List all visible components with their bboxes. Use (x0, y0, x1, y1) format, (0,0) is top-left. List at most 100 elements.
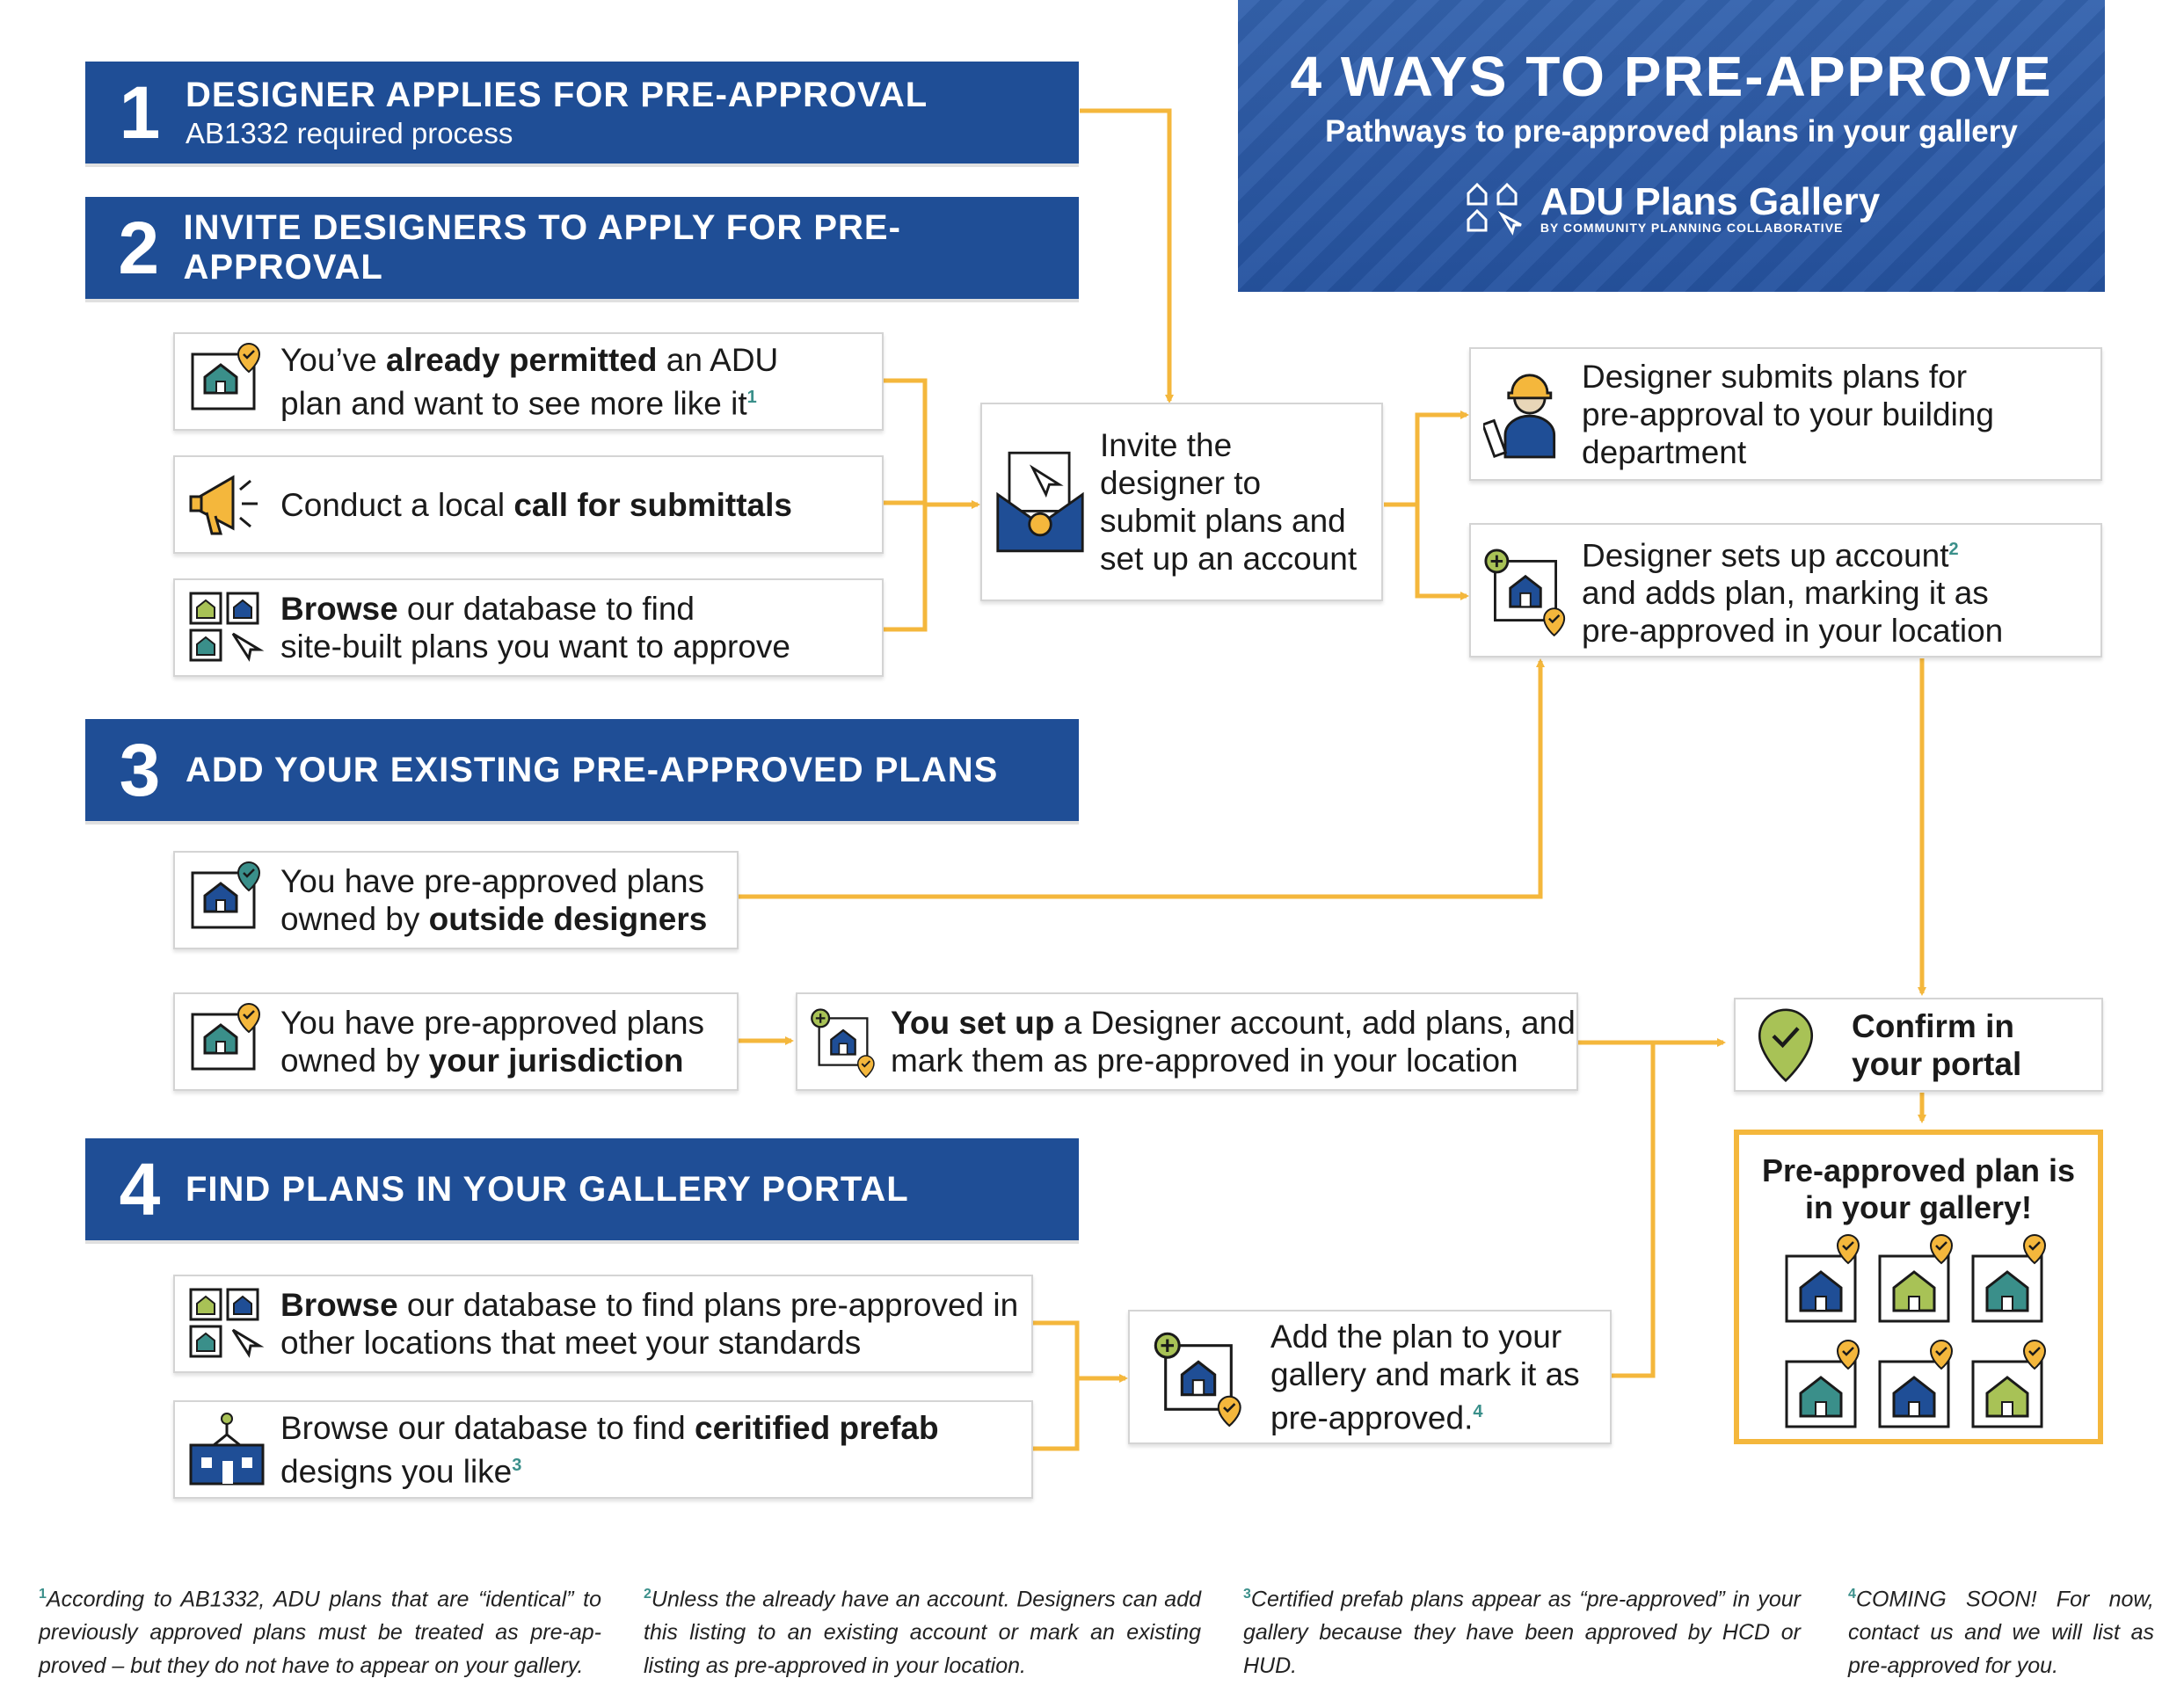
footnote-2: 2Unless the already have an account. Des… (644, 1578, 1201, 1682)
invite-line4: set up an account (1100, 541, 1358, 577)
box-outside-designers: You have pre-approved plans owned by out… (173, 851, 739, 949)
box-browse-other-locations: Browse our database to find plans pre-ap… (173, 1275, 1033, 1373)
header-subtitle: Pathways to pre-approved plans in your g… (1325, 114, 2018, 149)
invite-line3: submit plans and (1100, 503, 1346, 539)
box-call-submittals: Conduct a local call for submittals (173, 455, 884, 554)
box-confirm-portal: Confirm in your portal (1734, 998, 2103, 1092)
house-check-icon (1971, 1233, 2047, 1323)
setsup-line1: Designer sets up account (1582, 537, 1949, 574)
call-bold: call for submittals (513, 486, 792, 523)
banner-title: ADD YOUR EXISTING PRE-APPROVED PLANS (186, 750, 999, 789)
prefab-line2: designs you like (280, 1453, 513, 1490)
footnote-ref: 3 (512, 1455, 522, 1475)
permitted-pre: You’ve (280, 341, 387, 378)
header-panel: 4 WAYS TO PRE-APPROVE Pathways to pre-ap… (1238, 0, 2105, 292)
setup-bold: You set up (891, 1005, 1055, 1041)
banner-title: INVITE DESIGNERS TO APPLY FOR PRE-APPROV… (183, 208, 901, 287)
footnote-number: 2 (644, 1587, 652, 1602)
logo-subtitle: BY COMMUNITY PLANNING COLLABORATIVE (1540, 221, 1844, 235)
footnote-number: 3 (1243, 1587, 1251, 1602)
juris-pre2: owned by (280, 1043, 429, 1079)
banner-2: 2 INVITE DESIGNERS TO APPLY FOR PRE-APPR… (85, 197, 1079, 299)
house-check-icon (1971, 1339, 2047, 1428)
banner-1: 1 DESIGNER APPLIES FOR PRE-APPROVAL AB13… (85, 62, 1079, 163)
browse-post: our database to find (397, 591, 695, 627)
footnote-number: 1 (39, 1587, 47, 1602)
box-gallery: Pre-approved plan is in your gallery! (1734, 1130, 2103, 1444)
permitted-bold: already permitted (386, 341, 658, 378)
banner-number: 3 (119, 728, 161, 811)
box-browse-site-built: Browse our database to find site-built p… (173, 578, 884, 677)
outside-bold2: outside designers (428, 901, 708, 937)
confirm-line2: your portal (1852, 1045, 2022, 1082)
add-line3: pre-approved. (1270, 1399, 1474, 1436)
box-certified-prefab: Browse our database to find ceritified p… (173, 1400, 1033, 1499)
gallery-houses (1785, 1233, 2047, 1428)
banner-4: 4 FIND PLANS IN YOUR GALLERY PORTAL (85, 1138, 1079, 1240)
house-grid-icon (1467, 182, 1522, 236)
banner-title: DESIGNER APPLIES FOR PRE-APPROVAL (186, 75, 928, 114)
call-pre: Conduct a local (280, 486, 514, 523)
crane-prefab-icon (189, 1413, 265, 1486)
browse-line2: site-built plans you want to approve (280, 629, 791, 665)
add-line1: Add the plan to your (1270, 1318, 1562, 1355)
banner-3: 3 ADD YOUR EXISTING PRE-APPROVED PLANS (85, 719, 1079, 821)
prefab-bold: ceritified prefab (695, 1409, 939, 1446)
worker-icon (1483, 374, 1556, 459)
footnote-ref: 2 (1948, 539, 1959, 559)
invite-line1: Invite the (1100, 427, 1233, 463)
logo-name: ADU Plans Gallery (1540, 180, 1881, 223)
outside-line1: You have pre-approved plans (280, 863, 705, 899)
banner-number: 4 (119, 1147, 161, 1231)
house-check-icon (1878, 1339, 1954, 1428)
add-line2: gallery and mark it as (1270, 1355, 1580, 1392)
box-add-plan: Add the plan to your gallery and mark it… (1128, 1310, 1612, 1444)
footnote-3: 3Certified prefab plans appear as “pre-a… (1243, 1578, 1801, 1682)
box-designer-sets-up: Designer sets up account2 and adds plan,… (1469, 523, 2102, 658)
footnote-text: Certified prefab plans appear as “pre-ap… (1243, 1587, 1801, 1679)
banner-number: 2 (118, 206, 160, 289)
permitted-post: an ADU (657, 341, 779, 378)
house-check-icon (1785, 1339, 1860, 1428)
house-check-icon (1878, 1233, 1954, 1323)
location-check-icon (1758, 1007, 1814, 1082)
plan-check-icon (191, 342, 261, 411)
gallery-line1: Pre-approved plan is (1761, 1152, 2076, 1188)
box-already-permitted: You’ve already permitted an ADU plan and… (173, 332, 884, 431)
adu-logo: ADU Plans Gallery BY COMMUNITY PLANNING … (1238, 179, 2105, 236)
add-plan-icon (811, 1008, 875, 1079)
box-invite-designer: Invite the designer to submit plans and … (980, 403, 1383, 601)
outside-pre2: owned by (280, 901, 429, 937)
footnote-text: COMING SOON! For now, contact us and we … (1848, 1587, 2154, 1679)
banner-title: FIND PLANS IN YOUR GALLERY PORTAL (186, 1169, 909, 1209)
plan-check-icon (191, 861, 261, 929)
s4-browse-post: our database to find plans pre-approved … (397, 1287, 1019, 1323)
setup-line2: mark them as pre-approved in your locati… (891, 1043, 1518, 1079)
footnote-number: 4 (1848, 1587, 1856, 1602)
add-plan-icon (1484, 548, 1566, 636)
footnote-1: 1According to AB1332, ADU plans that are… (39, 1578, 601, 1682)
footnote-ref: 4 (1473, 1401, 1483, 1421)
footnote-ref: 1 (746, 387, 757, 407)
invite-line2: designer to (1100, 465, 1262, 501)
setsup-line3: pre-approved in your location (1582, 613, 2004, 650)
banner-number: 1 (119, 70, 161, 154)
confirm-line1: Confirm in (1852, 1007, 2014, 1044)
submits-line3: department (1582, 433, 1747, 470)
gallery-line2: in your gallery! (1804, 1189, 2033, 1225)
add-plan-icon (1154, 1332, 1241, 1427)
header-title: 4 WAYS TO PRE-APPROVE (1290, 45, 2053, 108)
envelope-invite-icon (996, 451, 1084, 553)
box-your-jurisdiction: You have pre-approved plans owned by you… (173, 992, 739, 1091)
submits-line2: pre-approval to your building (1582, 396, 1994, 432)
juris-line1: You have pre-approved plans (280, 1005, 705, 1041)
browse-bold: Browse (280, 591, 398, 627)
browse-grid-icon (189, 1288, 265, 1358)
submits-line1: Designer submits plans for (1582, 358, 1968, 395)
setsup-line2: and adds plan, marking it as (1582, 575, 1989, 612)
house-check-icon (1785, 1233, 1860, 1323)
s4-browse-bold: Browse (280, 1287, 398, 1323)
juris-bold2: your jurisdiction (428, 1043, 684, 1079)
permitted-line2: plan and want to see more like it (280, 385, 747, 422)
